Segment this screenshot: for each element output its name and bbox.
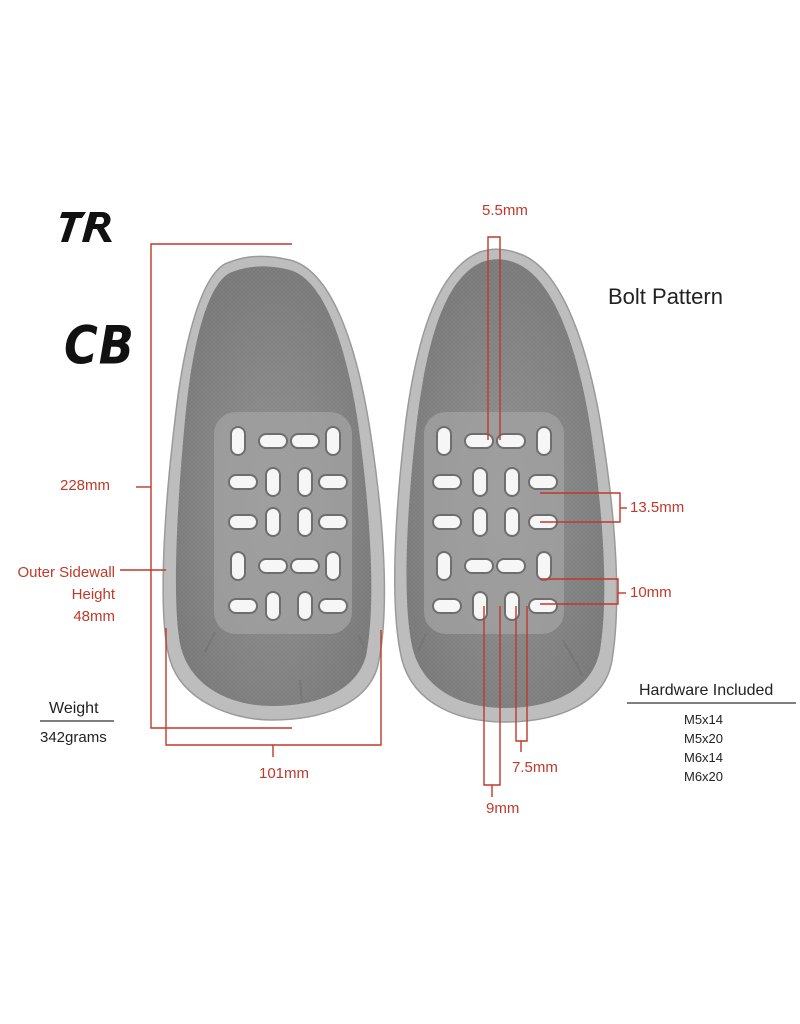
slot [265, 467, 281, 497]
slot [228, 598, 258, 614]
sidewall-label-line1: Outer Sidewall [17, 564, 115, 581]
slot [528, 474, 558, 490]
slot [496, 558, 526, 574]
left-slot-grid [228, 426, 348, 621]
hardware-item: M6x20 [684, 769, 724, 784]
slot [464, 558, 494, 574]
length-label: 228mm [60, 477, 111, 494]
length-bracket [150, 243, 292, 729]
dimension-lines [120, 236, 627, 797]
brand-logo [60, 202, 114, 248]
slot [258, 558, 288, 574]
slot [432, 474, 462, 490]
slot [504, 591, 520, 621]
slot [496, 433, 526, 449]
slot [464, 433, 494, 449]
model-name: CB [64, 313, 135, 377]
slot [290, 433, 320, 449]
slot [436, 551, 452, 581]
slot [290, 558, 320, 574]
right-slot-grid [432, 426, 558, 621]
slot [318, 598, 348, 614]
slot-width-label: 5.5mm [482, 202, 528, 219]
weight-label: Weight [49, 700, 99, 717]
sidewall-value: 48mm [73, 608, 115, 625]
hardware-item: M5x14 [684, 712, 724, 727]
slot [318, 474, 348, 490]
col-spacing-label-a: 7.5mm [512, 759, 558, 776]
slot [325, 426, 341, 456]
tr-logo-icon [60, 212, 112, 242]
slot [297, 507, 313, 537]
col-spacing-label-b: 9mm [486, 800, 520, 817]
slot [536, 551, 552, 581]
slot [228, 514, 258, 530]
diagram-title: Bolt Pattern [608, 284, 723, 309]
row-spacing-bracket-b [540, 578, 619, 605]
slot [228, 474, 258, 490]
slot [258, 433, 288, 449]
slot [230, 551, 246, 581]
slot [230, 426, 246, 456]
row-spacing-label-b: 10mm [630, 584, 672, 601]
row-spacing-label-a: 13.5mm [630, 499, 685, 516]
sidewall-label-line2: Height [71, 586, 115, 603]
slot [504, 507, 520, 537]
slot-width-bracket [487, 236, 501, 440]
hardware-item: M5x20 [684, 731, 724, 746]
slot [265, 507, 281, 537]
slot [325, 551, 341, 581]
hardware-list: M5x14 M5x20 M6x14 M6x20 [684, 710, 723, 786]
slot [472, 467, 488, 497]
slot [436, 426, 452, 456]
slot [536, 426, 552, 456]
slot [504, 467, 520, 497]
slot [432, 598, 462, 614]
weight-value: 342grams [40, 729, 107, 746]
slot [528, 598, 558, 614]
slot [297, 591, 313, 621]
hardware-title: Hardware Included [639, 682, 774, 699]
slot [265, 591, 281, 621]
slot [297, 467, 313, 497]
slot [472, 591, 488, 621]
slot [318, 514, 348, 530]
hardware-item: M6x14 [684, 750, 724, 765]
slot [472, 507, 488, 537]
width-label: 101mm [259, 765, 310, 782]
slot [432, 514, 462, 530]
